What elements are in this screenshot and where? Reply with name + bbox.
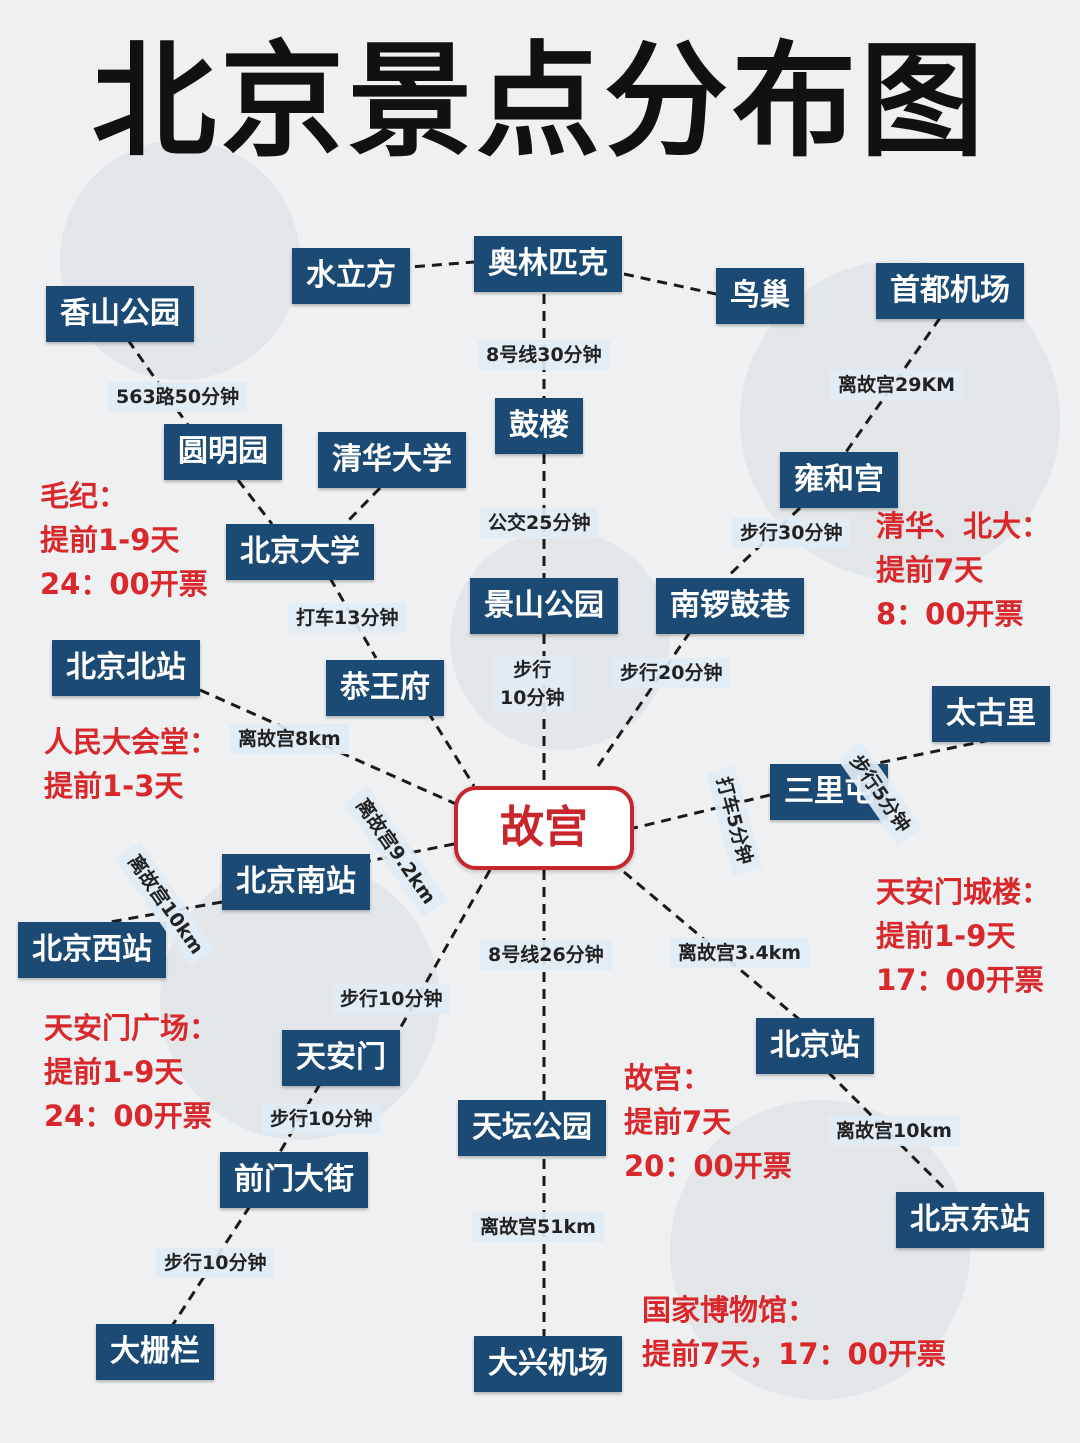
edge-label-beijingzhan-dist: 离故宫3.4km — [670, 938, 810, 968]
node-beijingzhan: 北京站 — [756, 1018, 874, 1074]
edge-label-northstation-dist: 离故宫8km — [230, 724, 349, 754]
edge-label-bus25: 公交25分钟 — [480, 508, 599, 538]
node-qinghua: 清华大学 — [318, 432, 466, 488]
note-renmin-line1: 人民大会堂： — [44, 725, 219, 759]
node-dashilan: 大栅栏 — [96, 1324, 214, 1380]
edge-label-walk10-tiananmen: 步行10分钟 — [332, 984, 451, 1014]
node-tiananmen: 天安门 — [282, 1030, 400, 1086]
edge-label-capital-dist: 离故宫29KM — [830, 370, 964, 400]
note-renmin-dahuitang: 人民大会堂： 提前1-3天 — [44, 720, 218, 808]
note-tiananmen-guangchang: 天安门广场： 提前1-9天 24：00开票 — [44, 1006, 218, 1138]
edge-label-walk30: 步行30分钟 — [732, 518, 851, 548]
edge-label-walk10-jingshan-line1: 步行 — [513, 659, 552, 681]
node-qianmen: 前门大街 — [220, 1152, 368, 1208]
edge-label-eaststation-dist: 离故宫10km — [828, 1116, 960, 1146]
note-qinghua-beida-line1: 清华、北大： — [876, 509, 1051, 543]
note-guojia-bowuguan: 国家博物馆： 提前7天，17：00开票 — [642, 1288, 946, 1376]
node-jingshan: 景山公园 — [470, 578, 618, 634]
node-yonghegong: 雍和宫 — [780, 452, 898, 508]
node-beijingbeizhan: 北京北站 — [52, 640, 200, 696]
edge-label-walk10-dashilan: 步行10分钟 — [156, 1248, 275, 1278]
note-qinghua-beida-line2: 提前7天 — [876, 553, 984, 587]
note-maoji-line3: 24：00开票 — [40, 567, 208, 601]
node-nanluoguxiang: 南锣鼓巷 — [656, 578, 804, 634]
note-chenglou-line1: 天安门城楼： — [876, 875, 1051, 909]
node-niaochao: 鸟巢 — [716, 268, 804, 324]
node-beijingdongzhan: 北京东站 — [896, 1192, 1044, 1248]
note-qinghua-beida-line3: 8：00开票 — [876, 597, 1024, 631]
note-bowuguan-line1: 国家博物馆： — [642, 1293, 817, 1327]
node-gugong-center: 故宫 — [454, 786, 634, 870]
note-gugong-line3: 20：00开票 — [624, 1149, 792, 1183]
node-tiantan: 天坛公园 — [458, 1100, 606, 1156]
node-aolinpike: 奥林匹克 — [474, 236, 622, 292]
edge-label-taxi13: 打车13分钟 — [288, 603, 407, 633]
edge-label-walk10-jingshan-line2: 10分钟 — [500, 687, 565, 709]
node-shuilifang: 水立方 — [292, 248, 410, 304]
note-chenglou-line3: 17：00开票 — [876, 963, 1044, 997]
note-maoji-line1: 毛纪： — [40, 479, 128, 513]
note-gugong-line2: 提前7天 — [624, 1105, 732, 1139]
edge-label-daxing-dist: 离故宫51km — [472, 1212, 604, 1242]
node-gulou: 鼓楼 — [495, 398, 583, 454]
node-yuanmingyuan: 圆明园 — [164, 424, 282, 480]
note-qinghua-beida: 清华、北大： 提前7天 8：00开票 — [876, 504, 1050, 636]
edge-label-line8-26: 8号线26分钟 — [480, 940, 612, 970]
note-guangchang-line3: 24：00开票 — [44, 1099, 212, 1133]
node-daxingjichang: 大兴机场 — [474, 1336, 622, 1392]
note-gugong-line1: 故宫： — [624, 1061, 712, 1095]
note-guangchang-line2: 提前1-9天 — [44, 1055, 184, 1089]
node-gongwangfu: 恭王府 — [326, 660, 444, 716]
node-xiangshan: 香山公园 — [46, 286, 194, 342]
node-taiguli: 太古里 — [932, 686, 1050, 742]
node-beijingnanzhan: 北京南站 — [222, 854, 370, 910]
note-guangchang-line1: 天安门广场： — [44, 1011, 219, 1045]
note-gugong: 故宫： 提前7天 20：00开票 — [624, 1056, 792, 1188]
edge-label-walk10-jingshan: 步行 10分钟 — [492, 656, 573, 712]
note-renmin-line2: 提前1-3天 — [44, 769, 184, 803]
note-chenglou-line2: 提前1-9天 — [876, 919, 1016, 953]
node-shoudujichang: 首都机场 — [876, 263, 1024, 319]
note-maoji: 毛纪： 提前1-9天 24：00开票 — [40, 474, 208, 606]
page-title: 北京景点分布图 — [91, 30, 988, 174]
edge-label-bus563: 563路50分钟 — [108, 382, 248, 412]
node-beijingxizhan: 北京西站 — [18, 922, 166, 978]
edge-label-walk10-qianmen: 步行10分钟 — [262, 1104, 381, 1134]
edge-label-line8-30: 8号线30分钟 — [478, 340, 610, 370]
note-maoji-line2: 提前1-9天 — [40, 523, 180, 557]
edge-label-walk20: 步行20分钟 — [612, 658, 731, 688]
node-beida: 北京大学 — [226, 524, 374, 580]
note-tiananmen-chenglou: 天安门城楼： 提前1-9天 17：00开票 — [876, 870, 1050, 1002]
note-bowuguan-line2: 提前7天，17：00开票 — [642, 1337, 946, 1371]
